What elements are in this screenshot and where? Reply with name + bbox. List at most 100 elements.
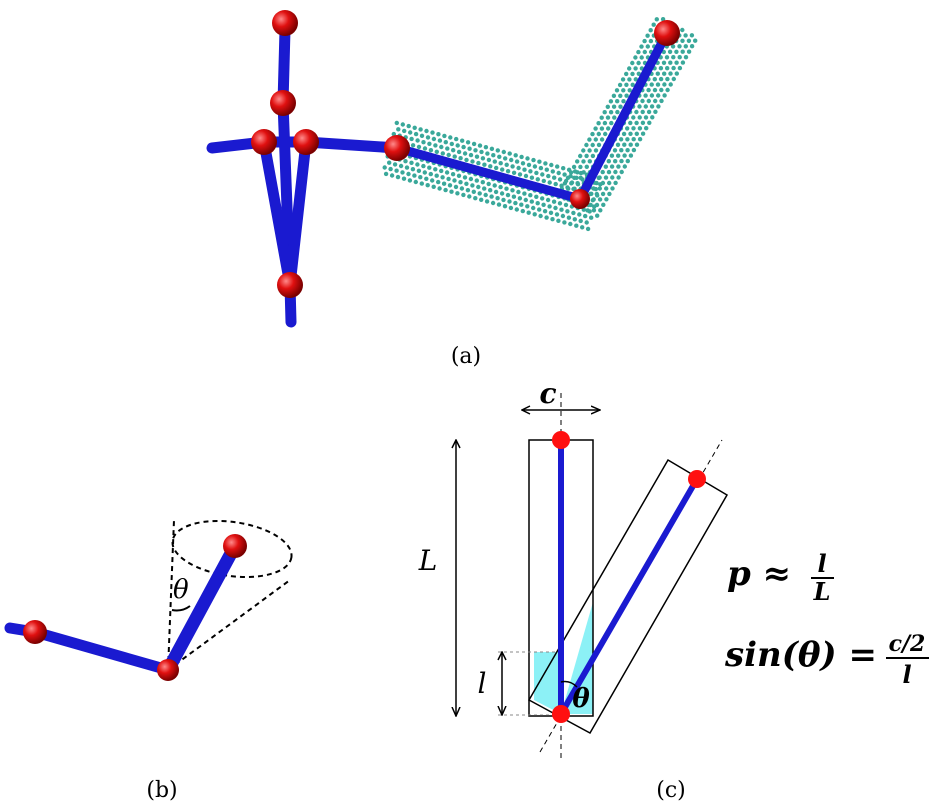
sample-point bbox=[608, 110, 614, 115]
sample-point bbox=[574, 223, 579, 228]
sample-point bbox=[388, 166, 393, 172]
sample-point bbox=[627, 88, 632, 93]
sample-point bbox=[607, 180, 612, 186]
sample-point bbox=[633, 66, 638, 71]
sample-point bbox=[658, 76, 664, 82]
sample-point bbox=[645, 44, 650, 49]
sample-point bbox=[683, 33, 688, 38]
sample-point bbox=[449, 189, 454, 194]
sample-point bbox=[551, 199, 557, 204]
sample-point bbox=[578, 164, 583, 170]
sample-point bbox=[612, 115, 617, 120]
sample-point bbox=[640, 109, 645, 115]
sample-point bbox=[584, 153, 589, 159]
sample-point bbox=[630, 82, 635, 88]
sample-point bbox=[628, 153, 634, 158]
sample-point bbox=[615, 142, 621, 147]
sample-point bbox=[404, 165, 410, 170]
sample-point bbox=[501, 197, 506, 203]
sample-point bbox=[513, 200, 518, 206]
sample-point bbox=[644, 126, 649, 131]
sample-point bbox=[541, 202, 546, 207]
sample-point bbox=[504, 186, 509, 191]
skeleton-joints bbox=[251, 10, 680, 298]
sample-point bbox=[387, 160, 392, 165]
sample-point bbox=[468, 152, 474, 158]
sample-point bbox=[473, 196, 478, 201]
sample-point bbox=[599, 126, 605, 131]
sample-point bbox=[485, 151, 490, 156]
sample-point bbox=[406, 171, 411, 177]
joint-elbow bbox=[570, 189, 590, 209]
sample-point bbox=[532, 164, 538, 169]
sample-point bbox=[505, 169, 511, 174]
sample-point bbox=[616, 153, 621, 158]
sample-point bbox=[516, 189, 521, 195]
sample-point bbox=[667, 49, 673, 54]
sample-point bbox=[383, 171, 389, 177]
sample-point bbox=[513, 153, 518, 158]
joint-head bbox=[272, 10, 298, 36]
sample-point bbox=[458, 180, 463, 185]
sample-point bbox=[556, 170, 561, 176]
sample-point bbox=[594, 180, 599, 186]
sample-point bbox=[459, 186, 465, 191]
sample-point bbox=[653, 98, 658, 104]
sample-point bbox=[412, 125, 417, 130]
sample-point bbox=[608, 99, 614, 104]
sample-point bbox=[578, 218, 583, 224]
sample-point bbox=[693, 38, 698, 43]
sample-point bbox=[528, 193, 533, 198]
sample-point bbox=[409, 136, 414, 142]
sample-point bbox=[498, 161, 503, 166]
sample-point bbox=[628, 131, 633, 136]
sample-point bbox=[473, 148, 478, 153]
sample-point bbox=[520, 161, 526, 166]
sample-point bbox=[437, 138, 443, 143]
sample-point bbox=[588, 191, 593, 197]
formula-p: p ≈ l L bbox=[727, 549, 834, 606]
formula-sin-den: l bbox=[902, 660, 911, 689]
sample-point bbox=[609, 120, 614, 126]
sample-point bbox=[634, 109, 639, 115]
sample-point bbox=[452, 154, 457, 159]
sample-point bbox=[389, 173, 395, 178]
sample-point bbox=[680, 27, 685, 33]
sample-point bbox=[499, 191, 505, 196]
sample-point bbox=[621, 99, 626, 104]
sample-point bbox=[447, 183, 453, 188]
sample-point bbox=[431, 184, 436, 189]
sample-point bbox=[415, 138, 420, 143]
joint-shoulder-right bbox=[293, 129, 319, 155]
sample-point bbox=[665, 76, 670, 82]
sample-point bbox=[416, 144, 422, 150]
sample-point bbox=[572, 175, 577, 180]
sample-point bbox=[498, 184, 503, 190]
sample-point bbox=[514, 207, 519, 212]
sample-point bbox=[578, 175, 583, 180]
caption-a: (a) bbox=[451, 344, 481, 369]
sample-point bbox=[525, 156, 530, 161]
sample-point bbox=[538, 213, 543, 219]
sample-point bbox=[507, 151, 512, 156]
sample-point bbox=[483, 145, 489, 150]
sample-point bbox=[662, 71, 667, 76]
sample-point bbox=[427, 141, 432, 146]
sample-point bbox=[621, 131, 627, 137]
sample-point bbox=[434, 149, 439, 154]
sample-point bbox=[643, 115, 649, 120]
sample-point bbox=[450, 172, 456, 177]
sample-point bbox=[646, 98, 651, 104]
sample-point bbox=[546, 173, 551, 179]
sample-point bbox=[636, 60, 641, 66]
sample-point bbox=[631, 126, 636, 131]
sample-point bbox=[590, 131, 595, 137]
sample-point bbox=[593, 126, 598, 131]
sample-point bbox=[616, 175, 621, 180]
sample-point bbox=[401, 176, 407, 181]
sample-point bbox=[668, 82, 673, 87]
sample-point bbox=[464, 181, 469, 186]
sample-point bbox=[606, 169, 612, 175]
sample-point bbox=[418, 175, 423, 180]
sample-point bbox=[636, 71, 641, 77]
